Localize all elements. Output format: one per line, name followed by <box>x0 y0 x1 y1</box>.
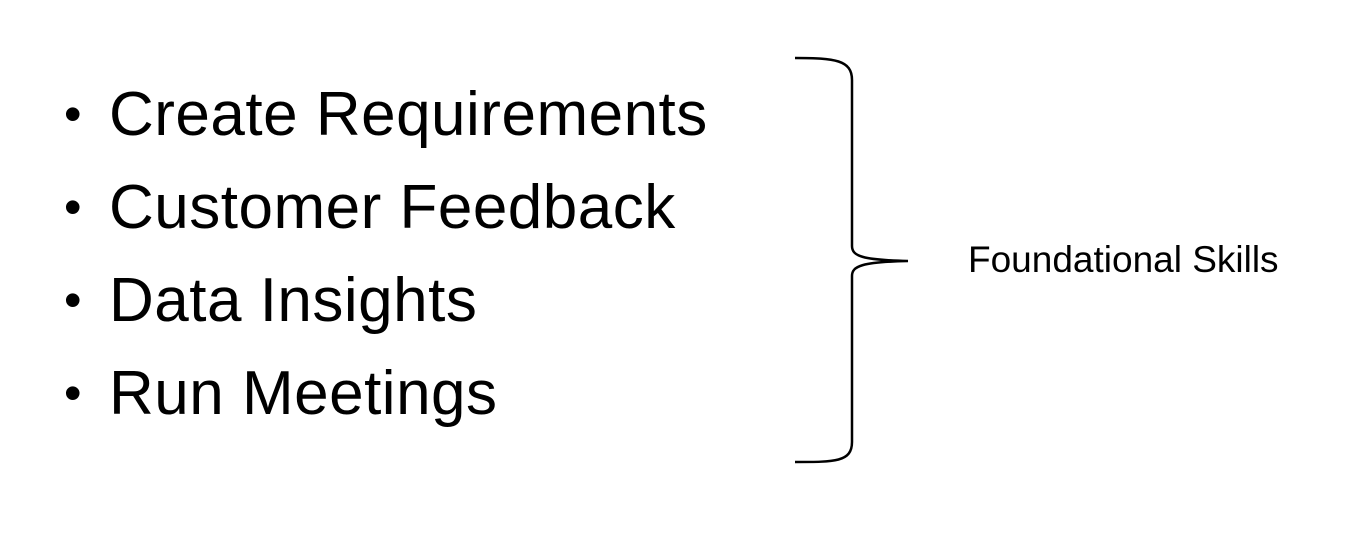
list-item-label: Run Meetings <box>109 359 498 428</box>
list-item-label: Customer Feedback <box>109 173 676 242</box>
bullet-icon: • <box>64 179 83 235</box>
list-item-label: Data Insights <box>109 266 478 335</box>
bullet-icon: • <box>64 365 83 421</box>
list-item: • Customer Feedback <box>60 161 708 254</box>
bullet-icon: • <box>64 86 83 142</box>
bullet-icon: • <box>64 272 83 328</box>
list-item-label: Create Requirements <box>109 80 708 149</box>
skills-list: • Create Requirements • Customer Feedbac… <box>60 68 708 440</box>
list-item: • Create Requirements <box>60 68 708 161</box>
list-item: • Data Insights <box>60 254 708 347</box>
list-item: • Run Meetings <box>60 347 708 440</box>
curly-brace-icon <box>794 56 909 464</box>
brace-label: Foundational Skills <box>968 239 1279 280</box>
